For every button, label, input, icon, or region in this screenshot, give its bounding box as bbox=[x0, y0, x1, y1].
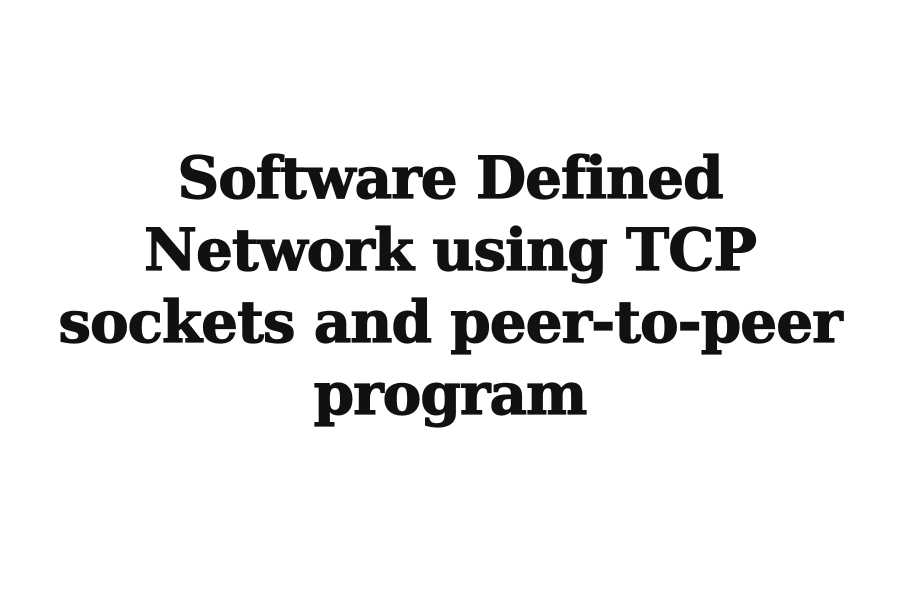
page-title: Software Defined Network using TCP socke… bbox=[50, 142, 850, 430]
title-line-2: Network using TCP bbox=[143, 215, 757, 284]
title-line-3: sockets and peer-to-peer bbox=[58, 287, 844, 356]
title-line-1: Software Defined bbox=[177, 143, 724, 212]
title-line-4: program bbox=[313, 359, 588, 428]
